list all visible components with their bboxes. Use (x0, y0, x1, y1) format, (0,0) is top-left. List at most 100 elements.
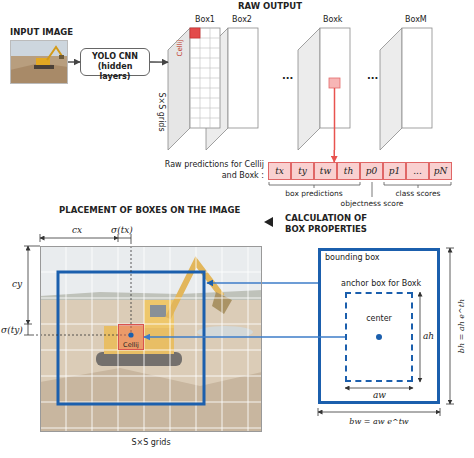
tensor-slabs (402, 28, 432, 128)
panel-heading: INPUT IMAGE (10, 27, 73, 37)
site-photo (40, 246, 262, 432)
input-photo (10, 40, 68, 84)
bounding-box: bounding boxanchor box for Boxkcenter (318, 248, 440, 404)
panel-heading: RAW OUTPUT (238, 1, 302, 11)
tensor-slabs (380, 28, 402, 150)
site-photo (40, 246, 262, 432)
box-label: bounding box (325, 253, 380, 262)
brackets (269, 182, 360, 188)
cell-symbol: p1 (384, 163, 405, 179)
input-photo (10, 40, 68, 58)
box-placement-arrow (207, 282, 318, 283)
input-image-panel: INPUT IMAGE (10, 40, 68, 84)
group-label: objectness score (341, 199, 404, 208)
formula-label: bh = ah e^th (457, 299, 466, 353)
flow-arrow (68, 61, 80, 62)
grid-cell: Cellij (118, 324, 144, 350)
vector-cell: tw (314, 162, 337, 180)
vector-cell: p1 (383, 162, 406, 180)
dimension-lines (420, 292, 421, 382)
dimension-label: ah (423, 331, 434, 341)
layer-label: BoxM (405, 15, 427, 24)
output-tensor-stack: RAW OUTPUT (168, 28, 434, 150)
tensor-slabs (190, 28, 220, 128)
dimension-lines (24, 246, 40, 335)
center-dot (376, 334, 382, 340)
box-label: anchor box for Boxk (341, 279, 421, 288)
cell-symbol: ty (292, 163, 313, 179)
ellipsis: ... (367, 70, 378, 81)
input-photo (59, 55, 64, 59)
input-photo (10, 63, 68, 84)
prediction-vector: Raw predictions for Cellij and Boxk :txt… (268, 162, 452, 180)
dimension-lines (345, 388, 413, 389)
vector-cell: th (337, 162, 360, 180)
ellipsis: ... (282, 70, 293, 81)
process-label: YOLO CNN (hidden layers) (81, 52, 149, 82)
vector-caption: Raw predictions for Cellij and Boxk : (148, 159, 264, 181)
grid-label: S×S grids (157, 92, 166, 131)
dimension-lines (40, 238, 118, 239)
tensor-slabs (298, 28, 320, 150)
dimension-lines (28, 324, 29, 335)
vector-cell: pN (429, 162, 452, 180)
brackets (269, 182, 451, 197)
dimension-lines (318, 408, 440, 416)
cnn-box: YOLO CNN (hidden layers) (80, 48, 150, 76)
input-photo (10, 56, 68, 84)
formula-label: bw = aw e^tw (349, 417, 408, 426)
tensor-slabs (228, 28, 258, 128)
dimension-label: cx (72, 225, 82, 235)
panel-heading: CALCULATION OF BOX PROPERTIES (276, 213, 376, 235)
dimension-lines (40, 234, 131, 242)
cell-label: Cellij (176, 40, 184, 57)
brackets (384, 182, 451, 188)
cell-symbol: p0 (361, 163, 382, 179)
dimension-lines (32, 242, 131, 335)
dimension-label: aw (373, 390, 386, 400)
placement-image: PLACEMENT OF BOXES ON THE IMAGECellij (40, 246, 262, 432)
layer-label: Box1 (195, 15, 215, 24)
tensor-slabs (190, 28, 200, 38)
vector-cell: tx (268, 162, 291, 180)
dimension-label: σ(ty) (1, 325, 23, 335)
dimension-label: σ(tx) (111, 225, 133, 235)
dimension-lines (118, 238, 131, 239)
cell-label: Cellij (119, 341, 143, 349)
grid-label: S×S grids (131, 438, 170, 447)
vector-cell: ty (291, 162, 314, 180)
dimension-lines (450, 248, 451, 404)
cell-symbol: ... (407, 163, 428, 179)
vector-cell: ... (406, 162, 429, 180)
cell-symbol: tw (315, 163, 336, 179)
panel-heading: PLACEMENT OF BOXES ON THE IMAGE (59, 205, 240, 215)
center-label: center (347, 314, 411, 323)
brackets (372, 182, 373, 197)
flow-arrow (144, 336, 345, 337)
tensor-slabs (168, 28, 432, 150)
vector-cell: p0 (360, 162, 383, 180)
dimension-lines (318, 412, 440, 413)
group-label: class scores (395, 189, 440, 198)
cell-symbol: pN (430, 163, 451, 179)
cell-symbol: tx (269, 163, 290, 179)
site-photo (40, 246, 262, 432)
layer-label: Box2 (232, 15, 252, 24)
dimension-lines (446, 248, 454, 404)
flow-arrow (333, 150, 335, 162)
red-leader (334, 88, 336, 150)
dimension-lines (24, 234, 454, 416)
dimension-label: cy (12, 279, 22, 289)
dimension-lines (28, 246, 29, 324)
tensor-slabs (190, 28, 220, 128)
layer-label: Boxk (323, 15, 343, 24)
tensor-slabs (168, 28, 190, 150)
anchor-box: anchor box for Boxkcenter (345, 292, 413, 382)
group-label: box predictions (285, 189, 342, 198)
cell-symbol: th (338, 163, 359, 179)
flow-arrow (150, 61, 168, 63)
input-photo (34, 65, 54, 69)
